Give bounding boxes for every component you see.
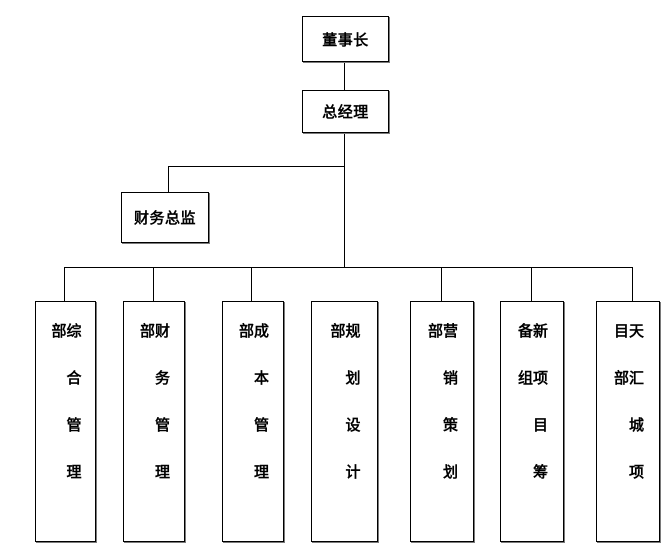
chairman-box: 董事长: [302, 16, 389, 62]
department-box-3: 成本管理部: [222, 301, 284, 542]
department-box-6: 新项目筹备组: [500, 301, 564, 542]
connector-dept-6: [531, 267, 532, 301]
connector-chairman-gm: [344, 62, 345, 90]
connector-cfo-branch-v: [168, 166, 169, 192]
cfo-box: 财务总监: [121, 192, 209, 243]
connector-dept-2: [153, 267, 154, 301]
department-label-5: 营销策划部: [426, 323, 459, 511]
department-box-1: 综合管理部: [35, 301, 96, 542]
general-manager-box: 总经理: [302, 90, 389, 133]
department-box-7: 天汇城项目部: [596, 301, 660, 542]
department-label-3: 成本管理部: [237, 323, 270, 511]
connector-dept-5: [441, 267, 442, 301]
department-label-2: 财务管理部: [138, 323, 171, 511]
connector-dept-7: [632, 267, 633, 301]
chairman-label: 董事长: [322, 30, 369, 49]
department-label-7: 天汇城项目部: [612, 323, 645, 511]
connector-cfo-branch-h: [168, 166, 345, 167]
department-label-6: 新项目筹备组: [516, 323, 549, 511]
department-label-4: 规划设计部: [328, 323, 362, 511]
department-box-4: 规划设计部: [311, 301, 378, 542]
department-box-2: 财务管理部: [123, 301, 185, 542]
connector-departments-bus: [64, 267, 633, 268]
connector-dept-1: [64, 267, 65, 301]
department-label-1: 综合管理部: [49, 323, 83, 511]
general-manager-label: 总经理: [322, 103, 369, 121]
connector-gm-trunk: [344, 133, 345, 268]
connector-dept-3: [251, 267, 252, 301]
cfo-label: 财务总监: [133, 209, 196, 227]
department-box-5: 营销策划部: [410, 301, 474, 542]
